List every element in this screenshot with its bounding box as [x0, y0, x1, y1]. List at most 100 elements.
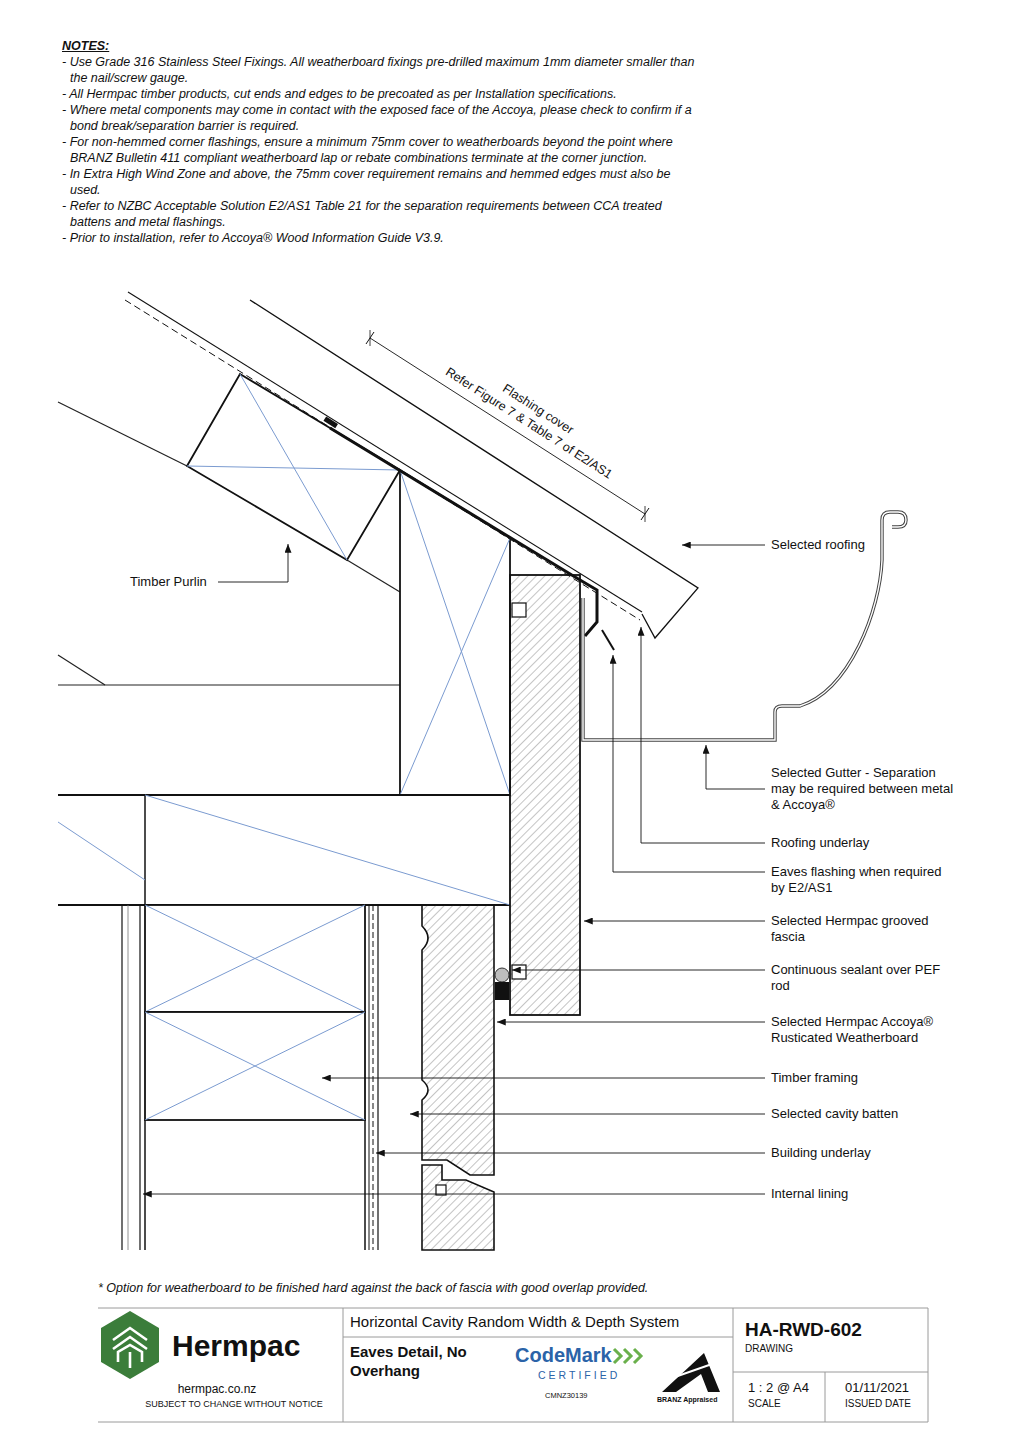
drawing-title: Eaves Detail, No Overhang	[350, 1343, 500, 1381]
leader-line	[641, 627, 765, 843]
ceiling-line	[58, 684, 400, 685]
certificate-number: CMNZ30139	[545, 1391, 588, 1400]
timber-framing	[145, 905, 365, 1012]
company-website: hermpac.co.nz	[178, 1382, 257, 1397]
branz-text: BRANZ Appraised	[657, 1396, 717, 1405]
note-text: - For non-hemmed corner flashings, ensur…	[62, 134, 702, 166]
codemark-certified: CERTIFIED	[538, 1369, 620, 1382]
timber-cross	[187, 466, 400, 470]
timber-framing	[145, 1012, 365, 1120]
footnote: * Option for weatherboard to be finished…	[98, 1281, 648, 1297]
part-label: Timber framing	[771, 1070, 961, 1086]
eaves-flashing	[330, 428, 597, 636]
fixing	[323, 417, 337, 429]
leader-line	[682, 545, 765, 546]
dimension-tick	[645, 506, 646, 522]
title-block-rule	[343, 1337, 733, 1338]
internal-lining	[139, 905, 140, 1250]
field-caption: ISSUED DATE	[845, 1398, 911, 1411]
eaves-flashing	[602, 630, 614, 650]
stud-face	[364, 1120, 366, 1250]
sealant	[495, 982, 509, 1000]
timber-cross	[400, 470, 510, 795]
internal-lining	[121, 905, 122, 1250]
title-block-rule	[98, 1422, 928, 1423]
roofing-sheet	[128, 292, 642, 612]
note-text: - In Extra High Wind Zone and above, the…	[62, 166, 702, 198]
dimension-tick	[370, 330, 371, 346]
notes-heading: NOTES:	[62, 38, 702, 54]
timber-cross	[145, 1012, 365, 1120]
dimension-label: Refer Figure 7 & Table 7 of E2/AS1	[443, 365, 616, 483]
building-underlay	[373, 905, 374, 1250]
timber-cross	[145, 905, 365, 1012]
logo-chevron	[129, 1352, 132, 1368]
logo-chevron	[113, 1337, 147, 1349]
timber-cross	[400, 538, 510, 795]
cavity-batten	[377, 905, 378, 1250]
codemark-chevrons	[614, 1349, 641, 1363]
fascia-groove	[512, 603, 526, 617]
rafter-line	[58, 402, 187, 466]
drawing-number: HA-RWD-602	[745, 1318, 862, 1342]
pef-rod	[495, 968, 509, 982]
timber-cross	[145, 795, 510, 905]
note-text: - Refer to NZBC Acceptable Solution E2/A…	[62, 198, 702, 230]
leader-line	[376, 1153, 765, 1154]
note-text: - Prior to installation, refer to Accoya…	[62, 230, 702, 246]
timber-cross	[145, 905, 365, 1012]
title-block-rule	[98, 1308, 928, 1309]
notes-block: NOTES:- Use Grade 316 Stainless Steel Fi…	[62, 38, 702, 246]
title-block-rule	[825, 1372, 826, 1422]
hermpac-logo-mark	[113, 1328, 147, 1368]
stud-face	[144, 1120, 146, 1250]
branz-logo	[662, 1353, 720, 1392]
part-label: Selected cavity batten	[771, 1106, 961, 1122]
title-block-rule	[343, 1308, 344, 1422]
note-text: - Where metal components may come in con…	[62, 102, 702, 134]
scale-value: 1 : 2 @ A4	[748, 1380, 809, 1396]
disclaimer: SUBJECT TO CHANGE WITHOUT NOTICE	[145, 1399, 322, 1410]
note-text: - All Hermpac timber products, cut ends …	[62, 86, 702, 102]
fascia	[510, 575, 580, 1015]
timber-purlin	[187, 374, 400, 560]
title-block-rule	[733, 1372, 928, 1373]
part-label: Internal lining	[771, 1186, 961, 1202]
beam-edge	[58, 794, 510, 796]
note-text: - Use Grade 316 Stainless Steel Fixings.…	[62, 54, 702, 86]
rafter-timber	[400, 470, 510, 795]
codemark-logo-text: CodeMark	[515, 1343, 612, 1368]
field-caption: SCALE	[748, 1398, 781, 1411]
leader-lines	[143, 544, 765, 1194]
leader-line	[218, 544, 288, 582]
rafter-line	[347, 560, 400, 592]
title-block-rule	[733, 1308, 734, 1422]
weatherboard	[422, 1165, 494, 1250]
branz-logo	[672, 1364, 712, 1378]
fascia-groove	[512, 965, 526, 979]
dimension-line	[370, 338, 645, 514]
timber-cross	[58, 822, 145, 880]
part-label: Selected roofing	[771, 537, 961, 553]
leader-line	[322, 1078, 765, 1079]
company-name: Hermpac	[172, 1327, 300, 1365]
logo-chevron	[614, 1349, 621, 1363]
part-label: Eaves flashing when required by E2/AS1	[771, 864, 956, 896]
part-label: Building underlay	[771, 1145, 961, 1161]
part-label: Selected Gutter - Separation may be requ…	[771, 765, 956, 813]
part-label: Continuous sealant over PEF rod	[771, 962, 956, 994]
leader-line	[410, 1114, 765, 1115]
leader-line	[143, 1194, 765, 1195]
leader-line	[512, 970, 765, 971]
building-underlay	[369, 905, 370, 1250]
part-label: Selected Hermpac Accoya® Rusticated Weat…	[771, 1014, 956, 1046]
field-caption: DRAWING	[745, 1343, 793, 1356]
system-name: Horizontal Cavity Random Width & Depth S…	[350, 1313, 679, 1332]
logo-chevron	[634, 1349, 641, 1363]
part-label: Timber Purlin	[130, 574, 207, 590]
part-label: Roofing underlay	[771, 835, 961, 851]
beam-edge	[144, 795, 146, 905]
roofing-sheet	[250, 300, 698, 638]
timber-cross	[145, 1012, 365, 1120]
